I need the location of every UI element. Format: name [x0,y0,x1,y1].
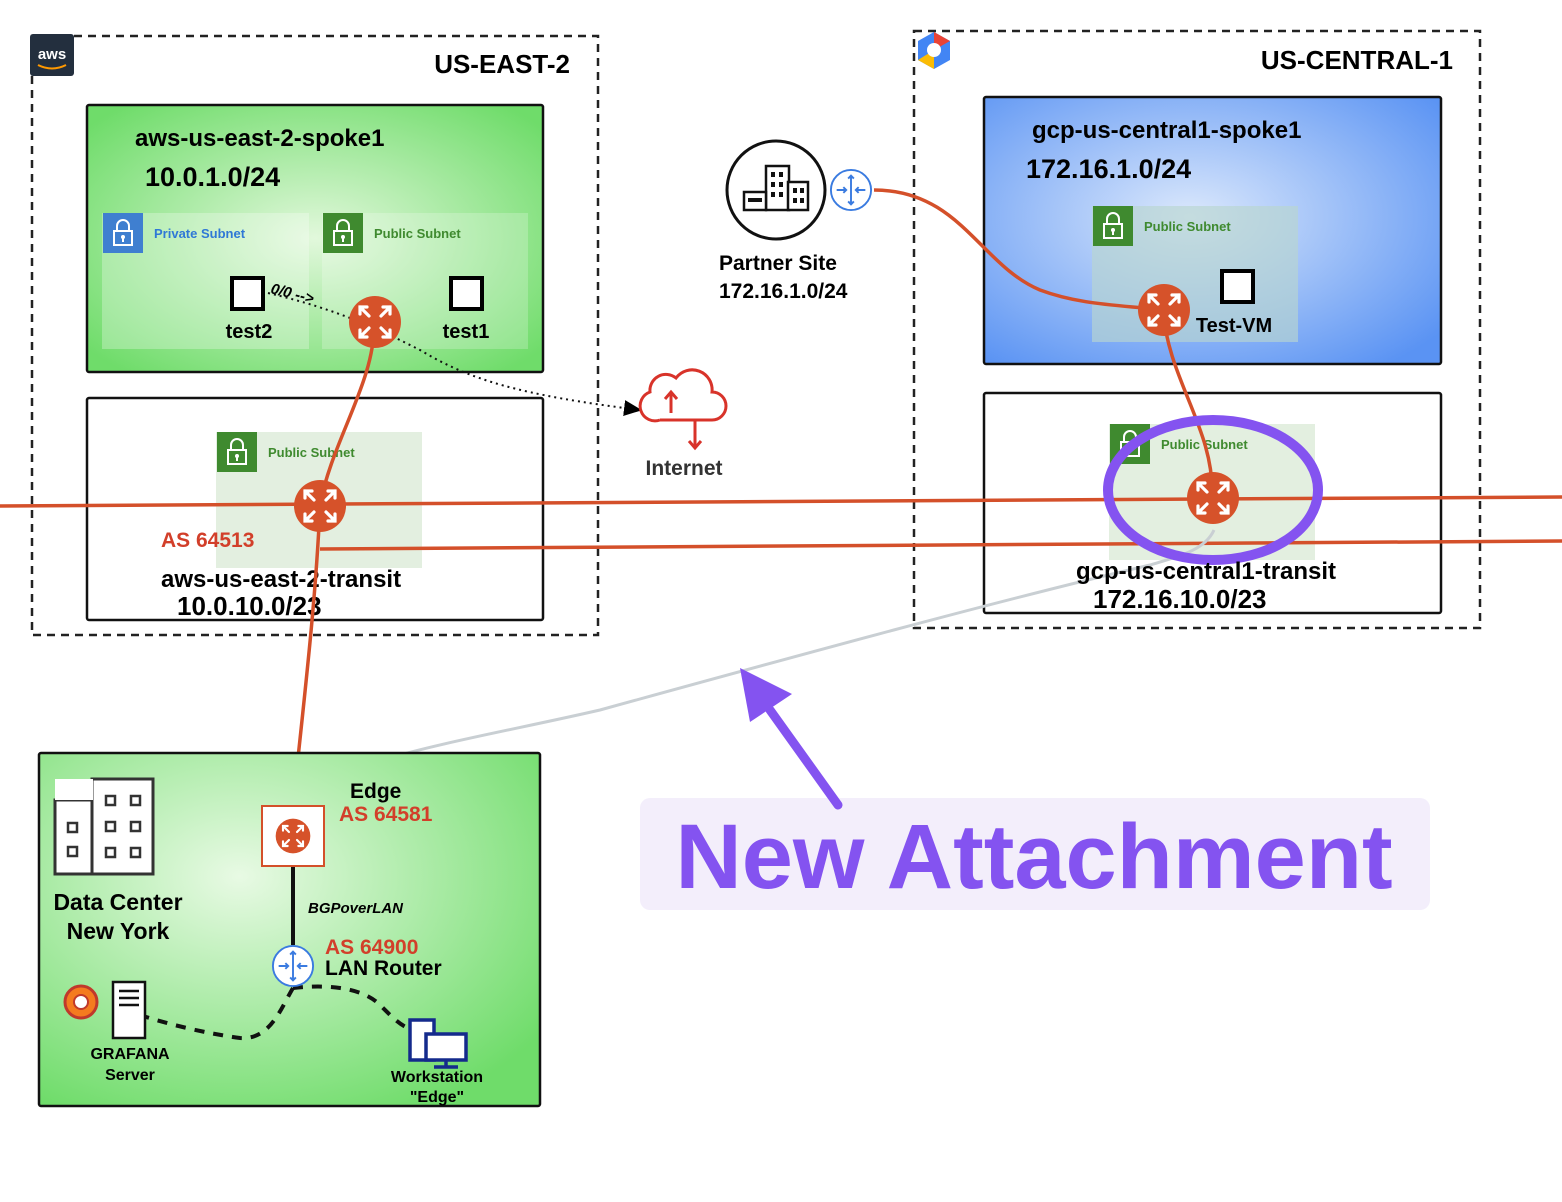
public-subnet-lock-icon [322,213,364,253]
workstation-label-line2: "Edge" [410,1089,464,1106]
datacenter-box [37,751,542,1108]
grafana-icon [63,984,99,1020]
datacenter-name-line2: New York [67,918,170,944]
internet-egress-path [267,292,642,416]
aws-region-title: US-EAST-2 [434,49,570,79]
datacenter-name-line1: Data Center [53,889,182,915]
partner-site-link [873,188,1164,312]
partner-building-icon [725,139,827,241]
aws-spoke-vpc [85,103,545,374]
grafana-label-line1: GRAFANA [90,1046,170,1063]
private-subnet-lock-icon [102,213,144,253]
callout-arrow-icon [740,668,843,810]
partner-site-name: Partner Site [719,252,837,275]
aws-transit-subnet-label: Public Subnet [268,445,355,460]
aws-region-boundary [30,34,600,637]
aws-spoke-gateway-icon[interactable] [348,295,402,349]
aws-transit-gateway-icon[interactable] [293,479,347,533]
lan-router-icon[interactable] [271,944,315,988]
aws-private-subnet-label: Private Subnet [154,226,246,241]
vm-test1-icon[interactable] [449,276,484,311]
gcp-spoke-subnet-label: Public Subnet [1144,219,1231,234]
aws-spoke-name: aws-us-east-2-spoke1 [135,125,384,152]
transit-peering-link-lower [319,539,1562,551]
grafana-label-line2: Server [105,1067,155,1084]
vm-test-vm-label: Test-VM [1196,315,1272,337]
workstation-label-line1: Workstation [391,1069,483,1086]
gcp-region-boundary [912,29,1482,630]
gcp-spoke-name: gcp-us-central1-spoke1 [1032,117,1301,144]
gcp-spoke-gateway-icon[interactable] [1137,283,1191,337]
transit-peering-link-upper [0,495,1562,508]
edge-gateway-icon[interactable] [261,805,325,867]
partner-site-cidr: 172.16.1.0/24 [719,280,848,303]
lan-link-workstation [292,984,413,1032]
edge-asn: AS 64581 [339,803,433,826]
vm-test2-icon[interactable] [230,276,265,311]
partner-router-icon[interactable] [829,168,873,212]
new-attachment-callout-text: New Attachment [675,806,1392,908]
new-attachment-callout-box [640,798,1430,910]
aws-transit-asn: AS 64513 [161,529,254,552]
svg-text:aws: aws [38,46,66,63]
server-icon [111,980,147,1040]
gcp-spoke-cidr: 172.16.1.0/24 [1026,154,1191,184]
internet-label: Internet [645,457,722,480]
internet-cloud-icon [638,368,728,451]
gcp-logo-icon [918,32,950,69]
aws-transit-name: aws-us-east-2-transit [161,566,401,593]
vm-test1-label: test1 [443,321,490,343]
gcp-transit-highlight-ellipse [1103,415,1323,565]
lan-router-asn: AS 64900 [325,936,418,959]
workstation-icon [408,1018,468,1069]
vm-test-vm-icon[interactable] [1220,269,1255,304]
gcp-transit-name: gcp-us-central1-transit [1076,558,1336,585]
gcp-transit-cidr: 172.16.10.0/23 [1093,584,1267,614]
transit-subnet-lock-icon [216,432,258,472]
aws-logo-icon: aws [30,34,74,76]
lan-router-label: LAN Router [325,957,442,980]
gcp-transit-gateway-icon[interactable] [1186,471,1240,525]
gcp-spoke-lock-icon [1092,206,1134,246]
bgp-over-lan-label: BGPoverLAN [308,900,404,917]
gcp-region-title: US-CENTRAL-1 [1261,45,1453,75]
aws-transit-cidr: 10.0.10.0/23 [177,591,322,621]
edge-label: Edge [350,780,401,803]
aws-spoke-cidr: 10.0.1.0/24 [145,162,280,192]
datacenter-building-icon [53,777,155,876]
lan-link-grafana [139,986,295,1041]
vm-test2-label: test2 [226,321,273,343]
aws-spoke-public-subnet-label: Public Subnet [374,226,461,241]
